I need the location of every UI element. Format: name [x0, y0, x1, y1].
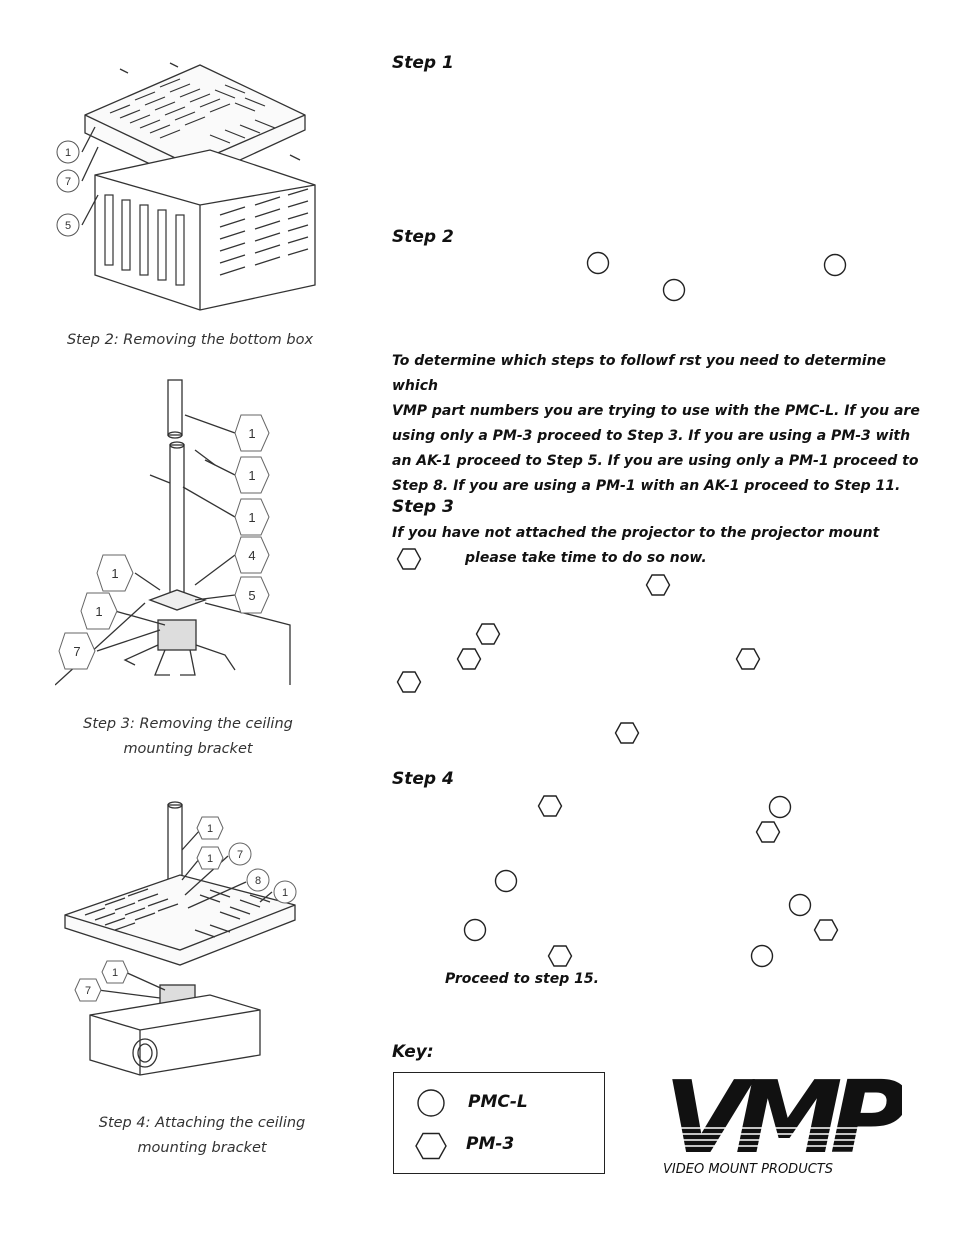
- figure-step4-attach: 1 1 7 8 1 1 7: [64, 801, 297, 1076]
- figure-caption: Step 3: Removing the ceiling mounting br…: [38, 712, 338, 762]
- fig3-callout: 1: [207, 823, 213, 835]
- hexagon-icon: [614, 722, 640, 744]
- figure-step3-bracket: 1 1 1 4 5 1 1 7: [55, 379, 291, 686]
- step1-heading: Step 1: [392, 53, 454, 73]
- circle-icon: [823, 253, 847, 277]
- figure-caption: Step 4: Attaching the ceiling mounting b…: [52, 1111, 352, 1161]
- caption-line: mounting bracket: [123, 741, 253, 757]
- circle-icon: [417, 1089, 445, 1117]
- hexagon-icon: [645, 574, 671, 596]
- hexagon-icon: [547, 945, 573, 967]
- key-box: PMC-L PM-3: [393, 1072, 605, 1174]
- circle-icon: [494, 869, 518, 893]
- hexagon-icon: [456, 648, 482, 670]
- step4-proceed: Proceed to step 15.: [445, 971, 599, 987]
- fig3-callout: 1: [282, 887, 288, 899]
- intro-paragraph: To determine which steps to followf rst …: [392, 349, 932, 499]
- fig2-callout: 1: [248, 426, 255, 441]
- step3-line1: If you have not attached the projector t…: [392, 525, 880, 541]
- intro-line: Step 8. If you are using a PM-1 with an …: [392, 478, 901, 494]
- logo-wordmark: VMP: [664, 1066, 902, 1164]
- fig3-callout: 7: [237, 849, 243, 861]
- figure-caption: Step 2: Removing the bottom box: [66, 332, 314, 348]
- circle-icon: [662, 278, 686, 302]
- fig2-callout: 7: [73, 644, 80, 659]
- step2-heading: Step 2: [392, 227, 454, 247]
- key-heading: Key:: [392, 1042, 434, 1062]
- fig1-callout: 5: [65, 220, 71, 232]
- caption-line: Step 4: Attaching the ceiling: [98, 1115, 306, 1131]
- intro-line: using only a PM-3 proceed to Step 3. If …: [392, 428, 911, 444]
- circle-icon: [768, 795, 792, 819]
- fig1-callout: 7: [65, 176, 71, 188]
- intro-line: To determine which steps to followf rst …: [392, 353, 887, 394]
- hexagon-icon: [396, 671, 422, 693]
- hexagon-icon: [755, 821, 781, 843]
- circle-icon: [463, 918, 487, 942]
- caption-line: Step 3: Removing the ceiling: [83, 716, 293, 732]
- fig1-callout: 1: [65, 147, 71, 159]
- hexagon-icon: [537, 795, 563, 817]
- fig2-callout: 5: [248, 588, 255, 603]
- circle-icon: [788, 893, 812, 917]
- hexagon-icon: [813, 919, 839, 941]
- key-label-pmc-l: PMC-L: [468, 1092, 528, 1112]
- fig2-callout: 1: [95, 604, 102, 619]
- fig3-callout: 7: [85, 985, 91, 997]
- logo-tagline: VIDEO MOUNT PRODUCTS: [663, 1162, 833, 1177]
- circle-icon: [750, 944, 774, 968]
- step3-line2: please take time to do so now.: [465, 550, 707, 566]
- figure-step2-box: 1 7 5: [56, 62, 316, 311]
- fig3-callout: 1: [207, 853, 213, 865]
- fig2-callout: 4: [248, 548, 255, 563]
- fig1-callouts: 1 7 5: [56, 140, 80, 237]
- intro-line: an AK-1 proceed to Step 5. If you are us…: [392, 453, 919, 469]
- circle-icon: [586, 251, 610, 275]
- caption-line: mounting bracket: [137, 1140, 267, 1156]
- hexagon-icon: [415, 1132, 447, 1160]
- hexagon-icon: [396, 548, 422, 570]
- vmp-logo: VMP: [662, 1066, 902, 1164]
- fig2-callout: 1: [248, 510, 255, 525]
- fig3-callout: 8: [255, 875, 261, 887]
- hexagon-icon: [735, 648, 761, 670]
- key-label-pm-3: PM-3: [466, 1134, 515, 1154]
- step3-heading: Step 3: [392, 497, 454, 517]
- fig2-callout: 1: [248, 468, 255, 483]
- step4-heading: Step 4: [392, 769, 454, 789]
- fig3-callout: 1: [112, 967, 118, 979]
- intro-line: VMP part numbers you are trying to use w…: [392, 403, 920, 419]
- hexagon-icon: [475, 623, 501, 645]
- fig2-callout: 1: [111, 566, 118, 581]
